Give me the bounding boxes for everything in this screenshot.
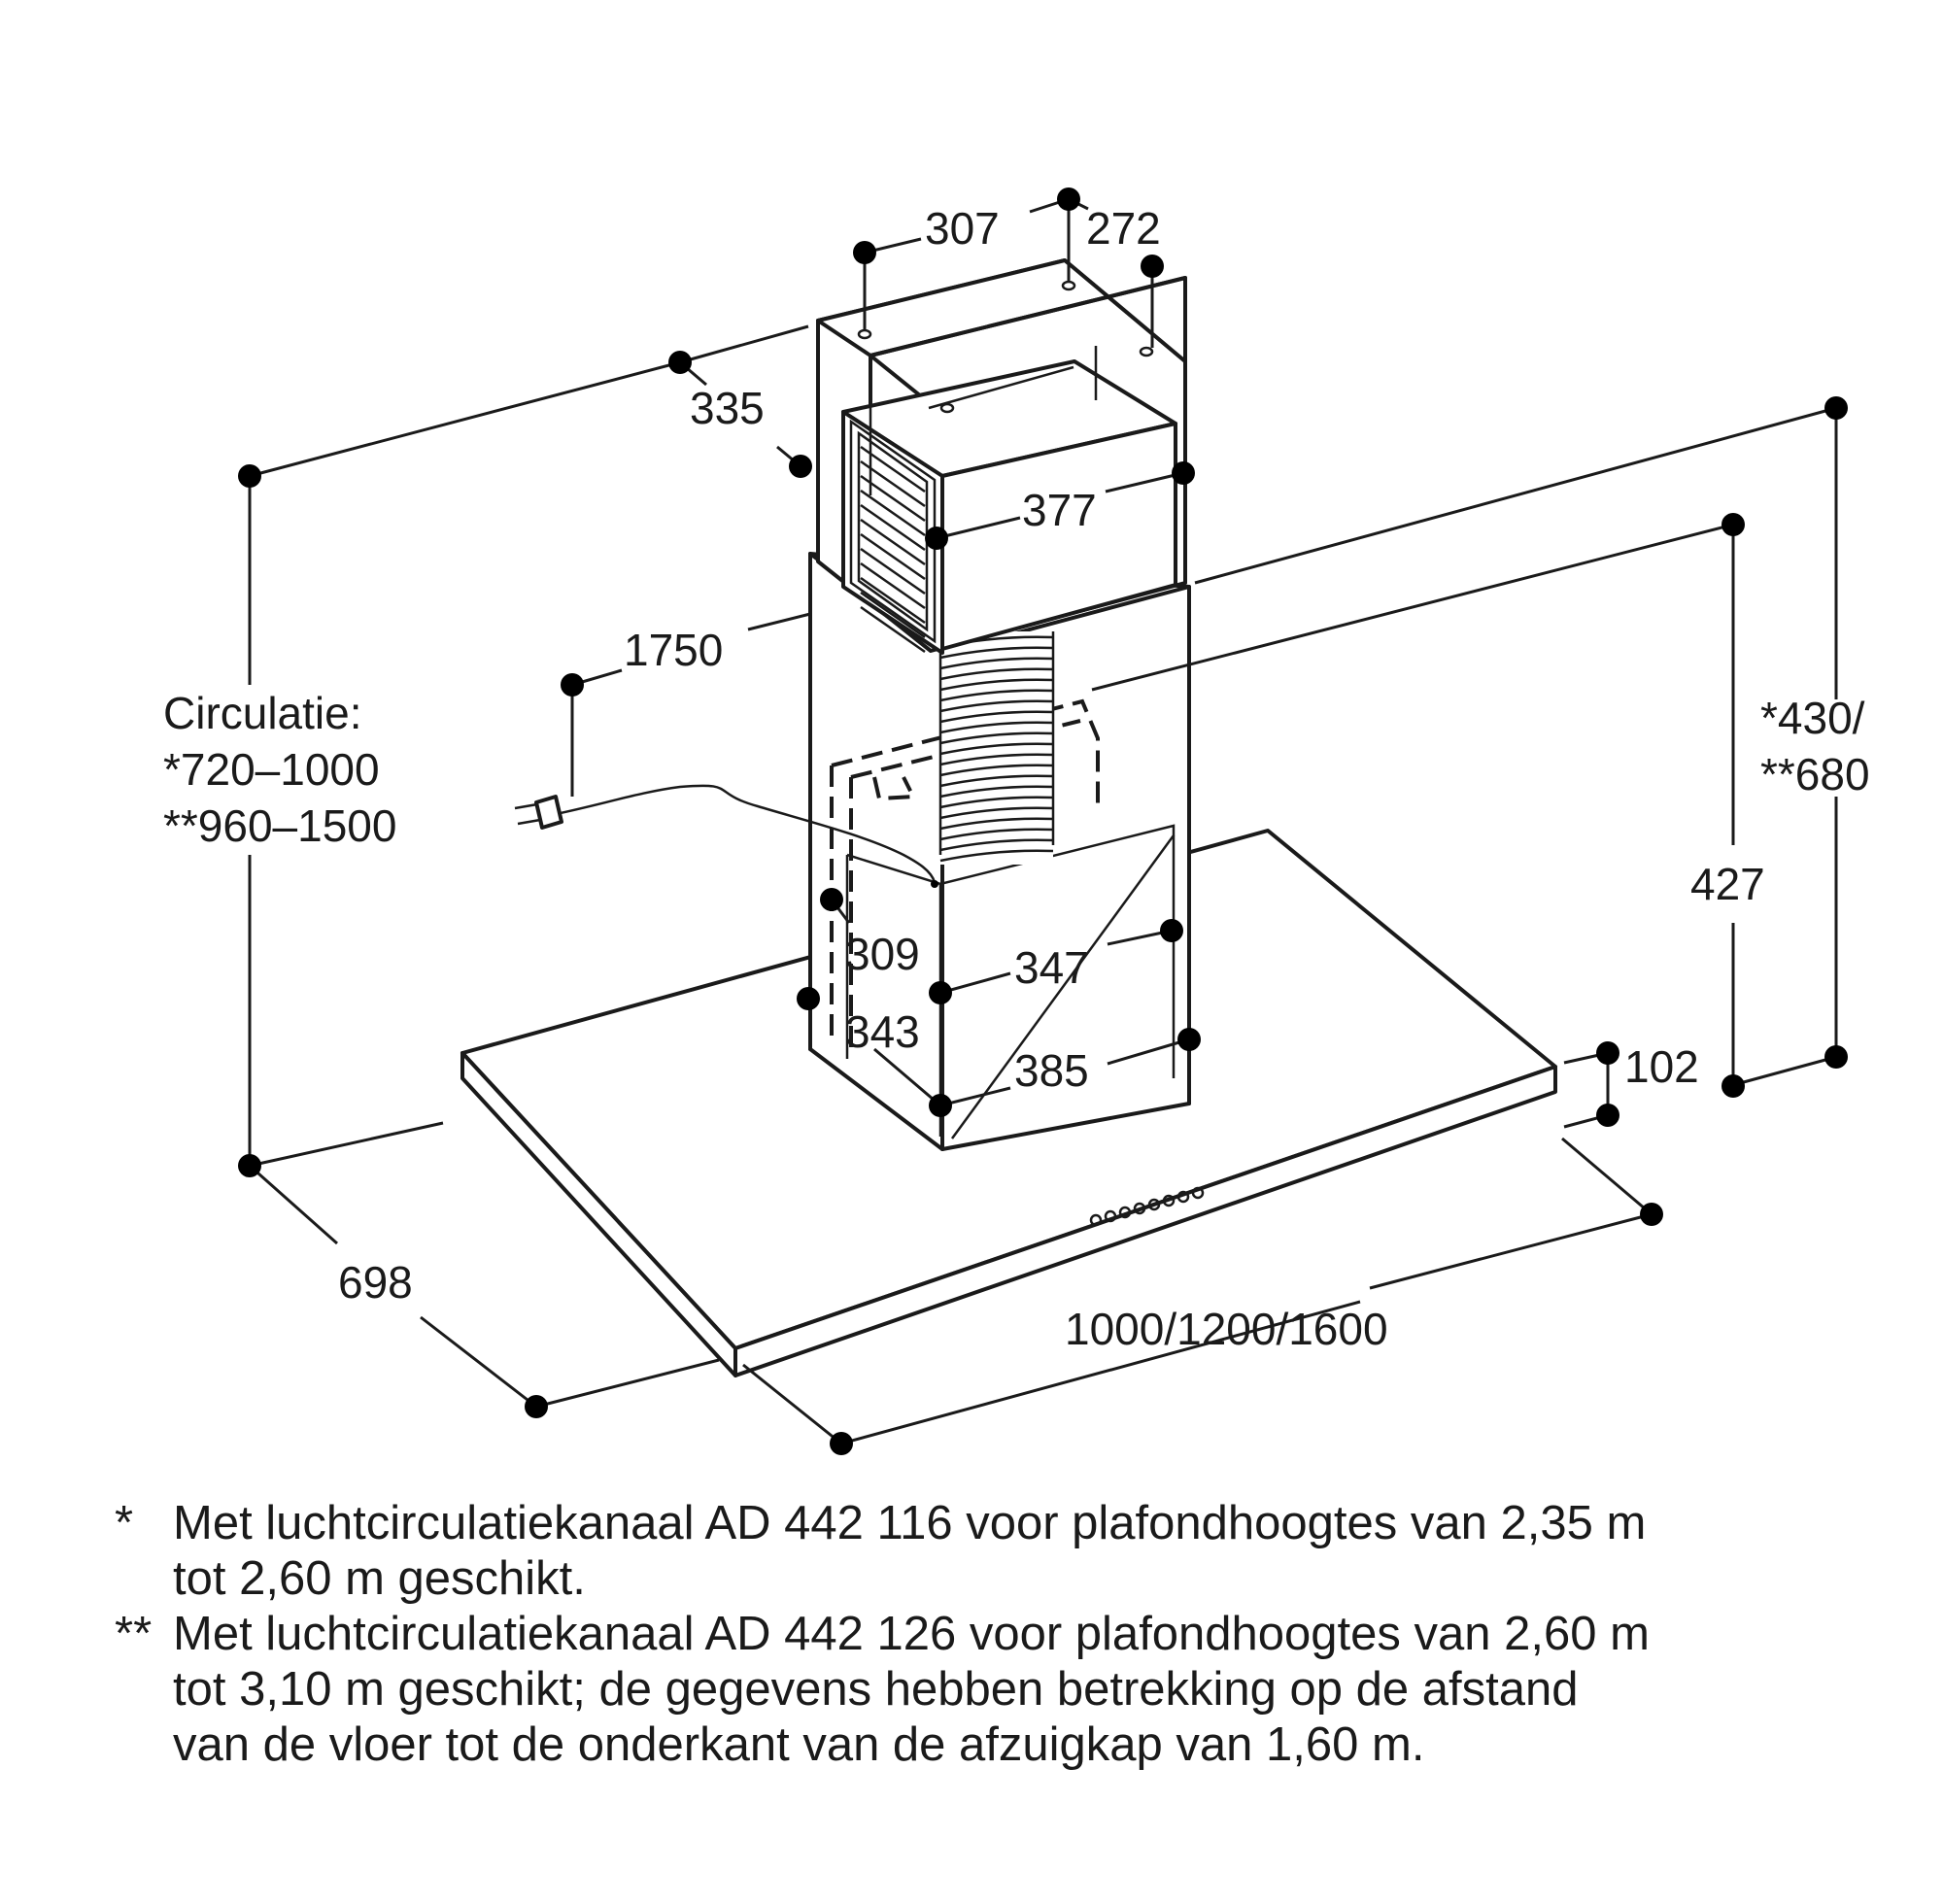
duct-ring [939,646,1054,660]
duct-ring [939,774,1054,788]
dim-698: 698 [338,1257,413,1308]
grille-slat [860,532,926,581]
footnote-text: Met luchtcirculatiekanaal AD 442 126 voo… [173,1608,1650,1771]
dim-377: 377 [1022,485,1097,535]
duct-ring [939,785,1054,799]
duct-ring [939,817,1054,831]
circulation-range-1: *720–1000 [163,744,380,795]
duct-ring [939,753,1054,766]
power-cable [555,784,938,888]
grille-slat [860,474,926,523]
duct-ring [939,742,1054,756]
dim-width: 1000/1200/1600 [1065,1304,1388,1354]
dim-680: **680 [1760,749,1870,799]
duct-ring [939,678,1054,692]
hood-dimension-drawing: 307 272 335 377 1750 Circulatie: *720–10… [163,187,1870,1455]
grille-slat [860,445,926,493]
duct-ring [939,838,1054,852]
dim-427: 427 [1690,859,1765,909]
grille-slat [860,489,926,537]
dim-1750: 1750 [624,625,723,675]
dim-335: 335 [690,383,765,433]
grille-slat [860,459,926,508]
dimension-lines [248,197,1838,1445]
plug-icon [514,795,563,830]
dim-102: 102 [1624,1041,1699,1092]
duct-ring [939,849,1054,863]
grille-slat [860,547,926,595]
duct-ring [939,710,1054,724]
dim-430: *430/ [1760,693,1865,743]
duct-ring [939,657,1054,670]
dim-347: 347 [1014,942,1089,993]
duct-ring [939,699,1054,713]
dimension-markers [238,187,1848,1455]
dim-385: 385 [1014,1045,1089,1096]
footnote-mark: ** [115,1608,153,1660]
grille-slat [860,561,926,610]
circulation-range-2: **960–1500 [163,800,396,851]
dim-309: 309 [845,929,920,979]
grille-slat [860,518,926,566]
dim-307: 307 [925,203,1000,254]
duct-ring [939,764,1054,777]
footnote-mark: * [115,1497,134,1549]
control-buttons-icon [1089,1186,1205,1227]
circulation-title: Circulatie: [163,688,362,738]
dim-343: 343 [845,1006,920,1057]
grille-slat [860,576,926,625]
grille-slat [860,605,926,654]
flexible-duct [938,631,1055,865]
grille-slat [860,591,926,639]
footnotes: * Met luchtcirculatiekanaal AD 442 116 v… [115,1496,1883,1773]
duct-ring [939,667,1054,681]
duct-ring [939,689,1054,702]
motor-grille-icon [849,419,937,654]
footnote-2: ** Met luchtcirculatiekanaal AD 442 126 … [115,1607,1883,1773]
dim-272: 272 [1086,203,1161,254]
footnote-text: Met luchtcirculatiekanaal AD 442 116 voo… [173,1497,1647,1605]
duct-ring [939,731,1054,745]
duct-ring [939,828,1054,841]
grille-slat [860,503,926,552]
duct-ring [939,721,1054,734]
dimension-labels: 307 272 335 377 1750 Circulatie: *720–10… [163,203,1870,1354]
duct-ring [939,796,1054,809]
footnote-1: * Met luchtcirculatiekanaal AD 442 116 v… [115,1496,1883,1607]
duct-ring [939,806,1054,820]
